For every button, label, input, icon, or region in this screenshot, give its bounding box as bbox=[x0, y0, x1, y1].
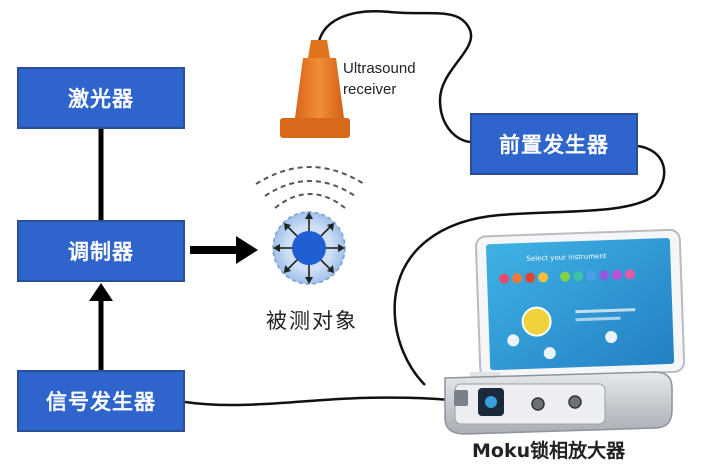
test-object-icon bbox=[272, 211, 346, 285]
preamp-cable bbox=[393, 144, 666, 386]
instrument-icons bbox=[499, 269, 636, 360]
ultrasound-label-line-2: receiver bbox=[343, 81, 397, 98]
moku-device-icon bbox=[444, 371, 673, 435]
tablet-icon: Select your instrument bbox=[470, 228, 686, 392]
up-arrow-head bbox=[89, 283, 113, 301]
modulator-block: 调制器 bbox=[17, 220, 185, 282]
ultrasound-receiver-label: Ultrasound receiver bbox=[343, 58, 416, 100]
right-arrow-head bbox=[236, 236, 258, 264]
sound-waves-icon bbox=[255, 166, 365, 209]
preamplifier-block: 前置发生器 bbox=[470, 113, 638, 175]
preamplifier-label: 前置发生器 bbox=[499, 133, 609, 157]
signal-generator-block: 信号发生器 bbox=[17, 370, 185, 432]
receiver-cable bbox=[316, 10, 473, 144]
test-object-label: 被测对象 bbox=[266, 309, 358, 333]
signal-generator-label: 信号发生器 bbox=[46, 390, 156, 414]
tablet-title: Select your instrument bbox=[526, 252, 607, 263]
laser-block: 激光器 bbox=[17, 67, 185, 129]
laser-label: 激光器 bbox=[68, 87, 134, 111]
ultrasound-receiver-icon bbox=[280, 40, 350, 138]
ultrasound-label-line-1: Ultrasound bbox=[343, 60, 416, 77]
device-label: Moku锁相放大器 bbox=[472, 440, 626, 462]
generator-cable bbox=[184, 396, 451, 407]
modulator-label: 调制器 bbox=[68, 240, 134, 264]
